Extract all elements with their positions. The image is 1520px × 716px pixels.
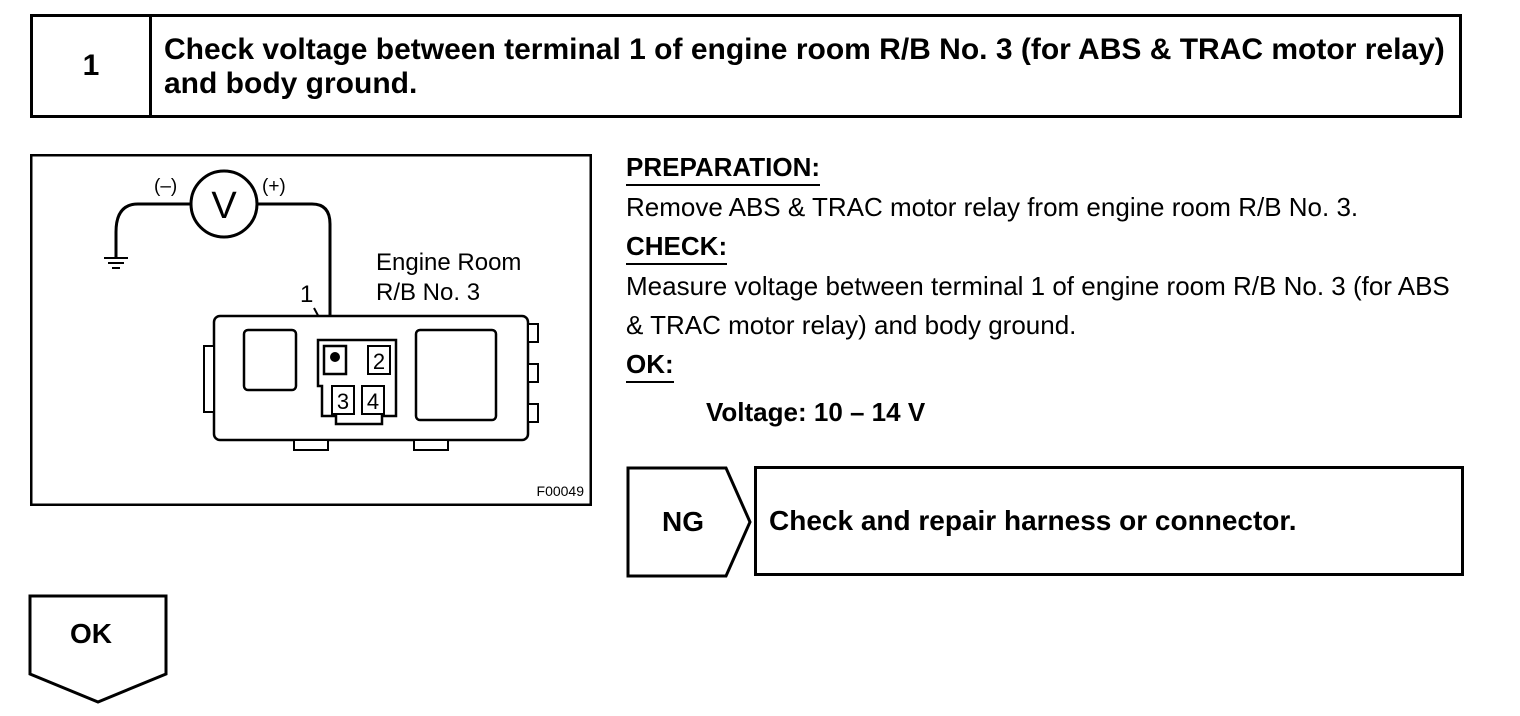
meter-pos-label: (+) (262, 176, 286, 197)
ground-symbol-icon (104, 232, 128, 269)
meter-neg-label: (–) (154, 176, 177, 197)
voltmeter-icon (189, 169, 259, 239)
ok-branch: OK (26, 594, 170, 706)
pin-2-label: 2 (373, 349, 385, 374)
procedure-section: PREPARATION: Remove ABS & TRAC motor rel… (626, 152, 1486, 428)
diagram-canvas: V (–) (+) Engine Room R/B No. 3 1 (29, 153, 593, 507)
ng-action: Check and repair harness or connector. (754, 466, 1464, 576)
ok-heading: OK: (626, 349, 674, 383)
ok-spec: Voltage: 10 – 14 V (706, 397, 926, 427)
step-number: 1 (33, 17, 152, 115)
box-label-line1: Engine Room (376, 249, 521, 276)
preparation-text: Remove ABS & TRAC motor relay from engin… (626, 192, 1359, 222)
pin-3-label: 3 (337, 389, 349, 414)
pin-4-label: 4 (367, 389, 379, 414)
figure-code: F00049 (537, 483, 585, 499)
ng-arrow-icon (626, 466, 752, 578)
preparation-heading: PREPARATION: (626, 152, 821, 186)
step-header: 1 Check voltage between terminal 1 of en… (30, 14, 1462, 118)
wiring-diagram: V (–) (+) Engine Room R/B No. 3 1 (29, 153, 593, 507)
box-label-line2: R/B No. 3 (376, 279, 480, 306)
step-title: Check voltage between terminal 1 of engi… (164, 33, 1445, 100)
terminal-label: 1 (300, 281, 313, 308)
ng-label: NG (662, 506, 704, 537)
ok-arrow-icon (28, 594, 168, 704)
check-text: Measure voltage between terminal 1 of en… (626, 271, 1450, 340)
meter-symbol: V (211, 185, 237, 227)
ok-label: OK (70, 618, 112, 649)
ng-branch: NG Check and repair harness or connector… (626, 466, 1466, 578)
check-heading: CHECK: (626, 231, 728, 265)
relay-block (203, 314, 539, 451)
